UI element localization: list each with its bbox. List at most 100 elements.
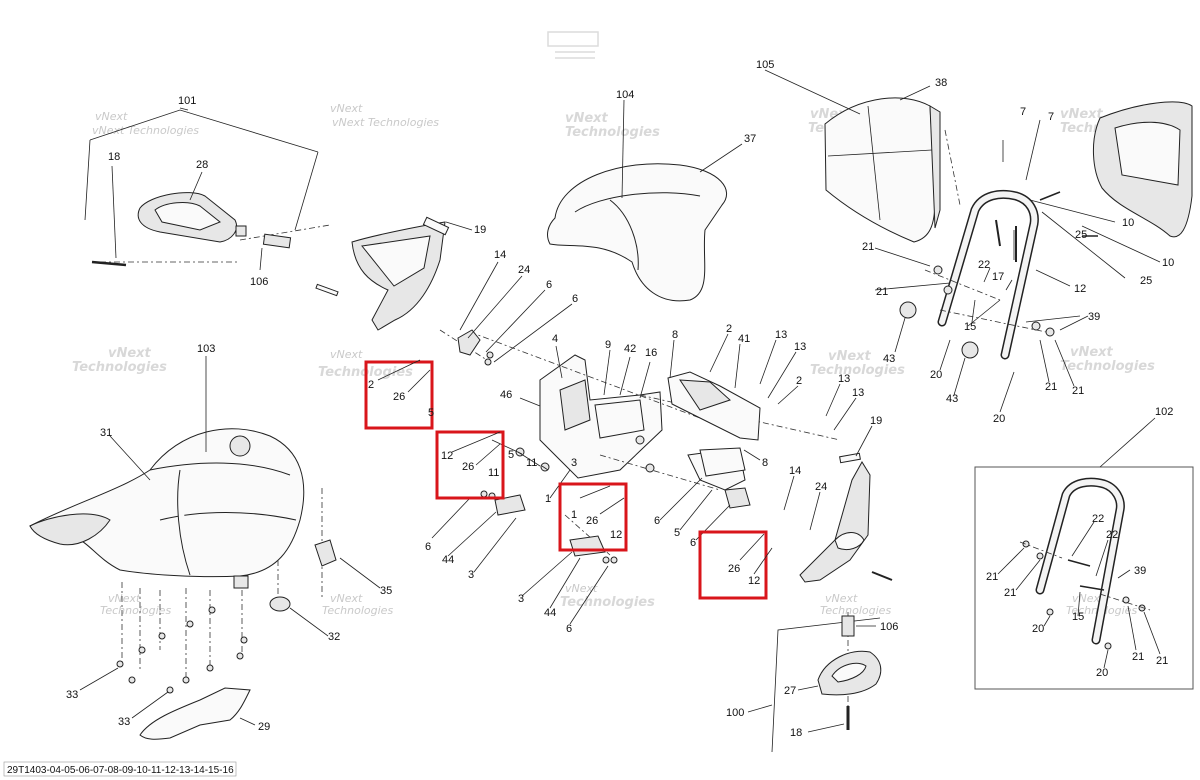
part-number-39: 39 [1088,311,1100,323]
part-number-20: 20 [1096,667,1108,679]
part-number-42: 42 [624,343,636,355]
part-number-7: 7 [1020,106,1026,118]
watermark: vNext [330,102,363,115]
footer: 29T1403-04-05-06-07-08-09-10-11-12-13-14… [3,761,237,777]
part-number-13: 13 [838,373,850,385]
part-number-12: 12 [1074,283,1086,295]
part-number-27: 27 [784,685,796,697]
part-number-35: 35 [380,585,392,597]
diagram-reference-code: 29T1403-04-05-06-07-08-09-10-11-12-13-14… [7,765,234,776]
part-number-12: 12 [610,529,622,541]
part-number-2: 2 [726,323,732,335]
part-number-22: 22 [978,259,990,271]
watermark: Technologies [810,363,905,378]
part-number-21: 21 [1156,655,1168,667]
watermark: Technologies [322,604,393,617]
part-number-44: 44 [442,554,454,566]
highlight-box-2: 12 26 11 [435,430,505,500]
seat-hardware: 35 32 33 33 29 [66,539,392,740]
watermark: vNext [1060,107,1104,122]
watermark: Technologies [560,595,655,610]
part-number-16: 16 [645,347,657,359]
backrest-pad-38 [824,97,936,243]
part-number-8: 8 [762,457,768,469]
part-number-26: 26 [462,461,474,473]
part-number-10: 10 [1122,217,1134,229]
bracket-44 [494,494,526,516]
part-number-15: 15 [964,321,976,333]
part-number-20: 20 [1032,623,1044,635]
part-number-31: 31 [100,427,112,439]
part-number-21: 21 [986,571,998,583]
highlight-box-3: 1 26 12 [558,482,628,552]
part-number-9: 9 [605,339,611,351]
watermark: Technologies [565,125,660,140]
hinge-bracket [457,329,481,356]
assembly-101-grab-handle: 101 18 28 106 [84,95,331,288]
bracket-44 [569,535,606,557]
part-number-43: 43 [946,393,958,405]
part-number-24: 24 [815,481,827,493]
part-number-5: 5 [674,527,680,539]
watermark: vNext [1070,345,1114,360]
part-number-28: 28 [196,159,208,171]
watermark: vNext [108,592,141,605]
part-number-106: 106 [880,621,898,633]
part-number-25: 25 [1075,229,1087,241]
part-number-19: 19 [870,415,882,427]
part-number-17: 17 [992,271,1004,283]
part-number-1: 1 [571,509,577,521]
part-number-21: 21 [862,241,874,253]
bumper-32 [269,596,291,612]
part-number-46: 46 [500,389,512,401]
part-number-18: 18 [108,151,120,163]
part-number-104: 104 [616,89,634,101]
part-number-6: 6 [566,623,572,635]
part-number-3: 3 [571,457,577,469]
part-number-32: 32 [328,631,340,643]
part-number-6: 6 [546,279,552,291]
part-number-25: 25 [1140,275,1152,287]
watermark: vNext [828,349,872,364]
part-number-6: 6 [654,515,660,527]
part-number-2: 2 [368,379,374,391]
part-number-39: 39 [1134,565,1146,577]
watermark: vNext Technologies [332,116,439,129]
part-number-101: 101 [178,95,196,107]
part-number-4: 4 [552,333,558,345]
part-number-10: 10 [1162,257,1174,269]
grommet-43 [899,301,917,319]
part-number-5: 5 [508,449,514,461]
part-number-20: 20 [930,369,942,381]
part-number-1: 1 [545,493,551,505]
under-tray-29 [139,687,251,740]
part-number-41: 41 [738,333,750,345]
part-number-12: 12 [748,575,760,587]
part-number-26: 26 [728,563,740,575]
part-number-21: 21 [876,286,888,298]
part-number-43: 43 [883,353,895,365]
part-number-13: 13 [794,341,806,353]
part-number-12: 12 [441,450,453,462]
part-number-24: 24 [518,264,530,276]
part-number-21: 21 [1004,587,1016,599]
rider-seat-31 [29,428,305,578]
part-number-3: 3 [518,593,524,605]
highlight-box-4: 26 12 [698,530,773,600]
latch-35 [314,539,337,567]
part-number-6: 6 [690,537,696,549]
part-number-26: 26 [586,515,598,527]
inset-102-backrest-frame: 102 22 22 39 21 21 15 20 21 21 20 [974,406,1194,690]
part-number-38: 38 [935,77,947,89]
highlight-box-1: 2 26 5 [364,359,434,430]
watermark: vNext [825,592,858,605]
part-number-6: 6 [572,293,578,305]
part-number-22: 22 [1092,513,1104,525]
part-number-14: 14 [494,249,506,261]
part-number-5: 5 [428,407,434,419]
ghost-logo-icon [547,31,599,59]
part-number-15: 15 [1072,611,1084,623]
watermark: vNext [565,582,598,595]
part-number-21: 21 [1045,381,1057,393]
